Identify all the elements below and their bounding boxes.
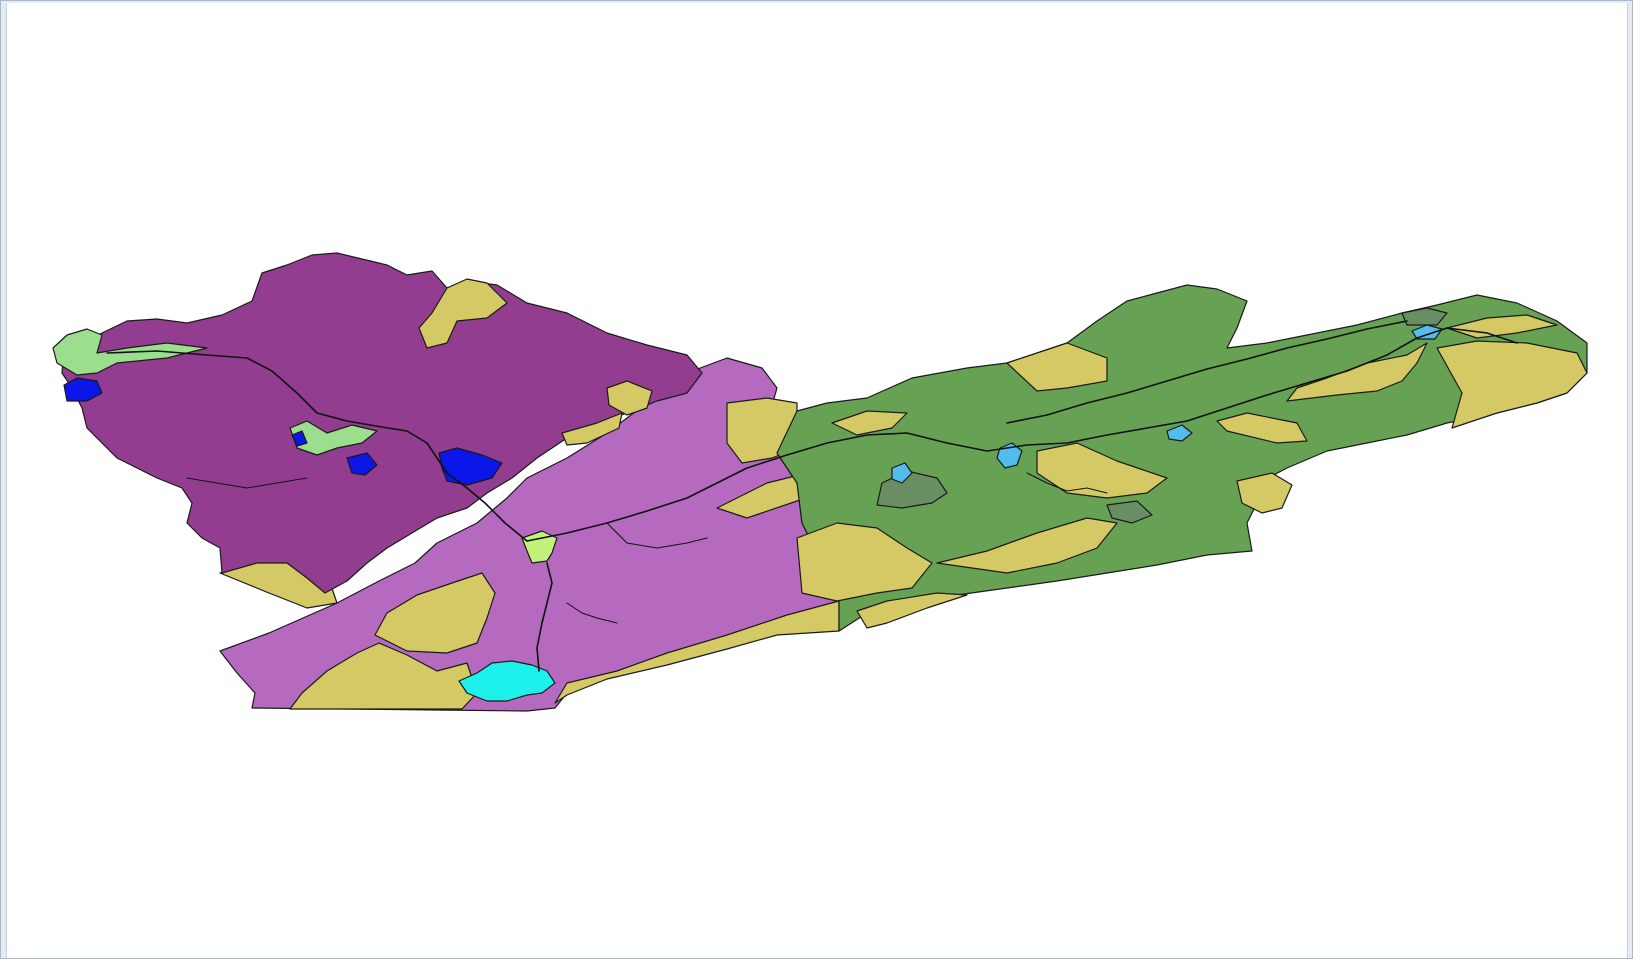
river-main-central bbox=[526, 327, 1518, 542]
region-khaki-southwest[interactable] bbox=[289, 642, 478, 710]
river-south-tributary bbox=[536, 562, 553, 672]
region-khaki-east-south[interactable] bbox=[1236, 472, 1293, 514]
region-khaki-south-east[interactable] bbox=[796, 522, 933, 602]
region-lime-confluence[interactable] bbox=[521, 530, 558, 564]
region-khaki-small-north[interactable] bbox=[606, 380, 653, 416]
region-khaki-south-east-3[interactable] bbox=[856, 592, 968, 629]
region-khaki-west-mid[interactable] bbox=[374, 572, 496, 654]
region-khaki-northeast-edge[interactable] bbox=[831, 410, 908, 436]
region-khaki-east-far[interactable] bbox=[1436, 340, 1588, 429]
map-canvas[interactable] bbox=[6, 3, 1628, 958]
region-khaki-east-top[interactable] bbox=[1446, 314, 1558, 339]
lake-blue-west[interactable] bbox=[63, 377, 103, 402]
river-tributary-east bbox=[1026, 472, 1108, 494]
map-view[interactable] bbox=[7, 3, 1627, 958]
river-lake-sky-blue-4[interactable] bbox=[1166, 424, 1193, 442]
river-lake-sky-blue-2[interactable] bbox=[891, 462, 913, 484]
lake-blue-small[interactable] bbox=[291, 430, 308, 447]
lake-blue-east[interactable] bbox=[438, 447, 503, 486]
region-khaki-east-center[interactable] bbox=[1036, 442, 1168, 499]
region-khaki-east-band[interactable] bbox=[1286, 342, 1428, 402]
lake-blue-mid[interactable] bbox=[346, 452, 378, 476]
river-main-west bbox=[106, 350, 528, 542]
region-gray-green-south[interactable] bbox=[1106, 500, 1153, 524]
region-light-green-center[interactable] bbox=[289, 420, 378, 456]
region-gray-green-northeast[interactable] bbox=[1401, 307, 1448, 326]
river-tributary-south bbox=[566, 602, 618, 624]
region-khaki-north[interactable] bbox=[418, 278, 508, 349]
region-khaki-east-small[interactable] bbox=[1216, 412, 1308, 444]
region-khaki-river-bank[interactable] bbox=[561, 412, 623, 446]
river-north-east bbox=[1006, 320, 1408, 424]
region-khaki-east-north[interactable] bbox=[1006, 342, 1108, 392]
region-khaki-south-east-2[interactable] bbox=[936, 517, 1118, 574]
reservoir-cyan[interactable] bbox=[458, 660, 556, 702]
river-tributary-west bbox=[186, 477, 308, 489]
river-tributary-center bbox=[606, 522, 708, 549]
